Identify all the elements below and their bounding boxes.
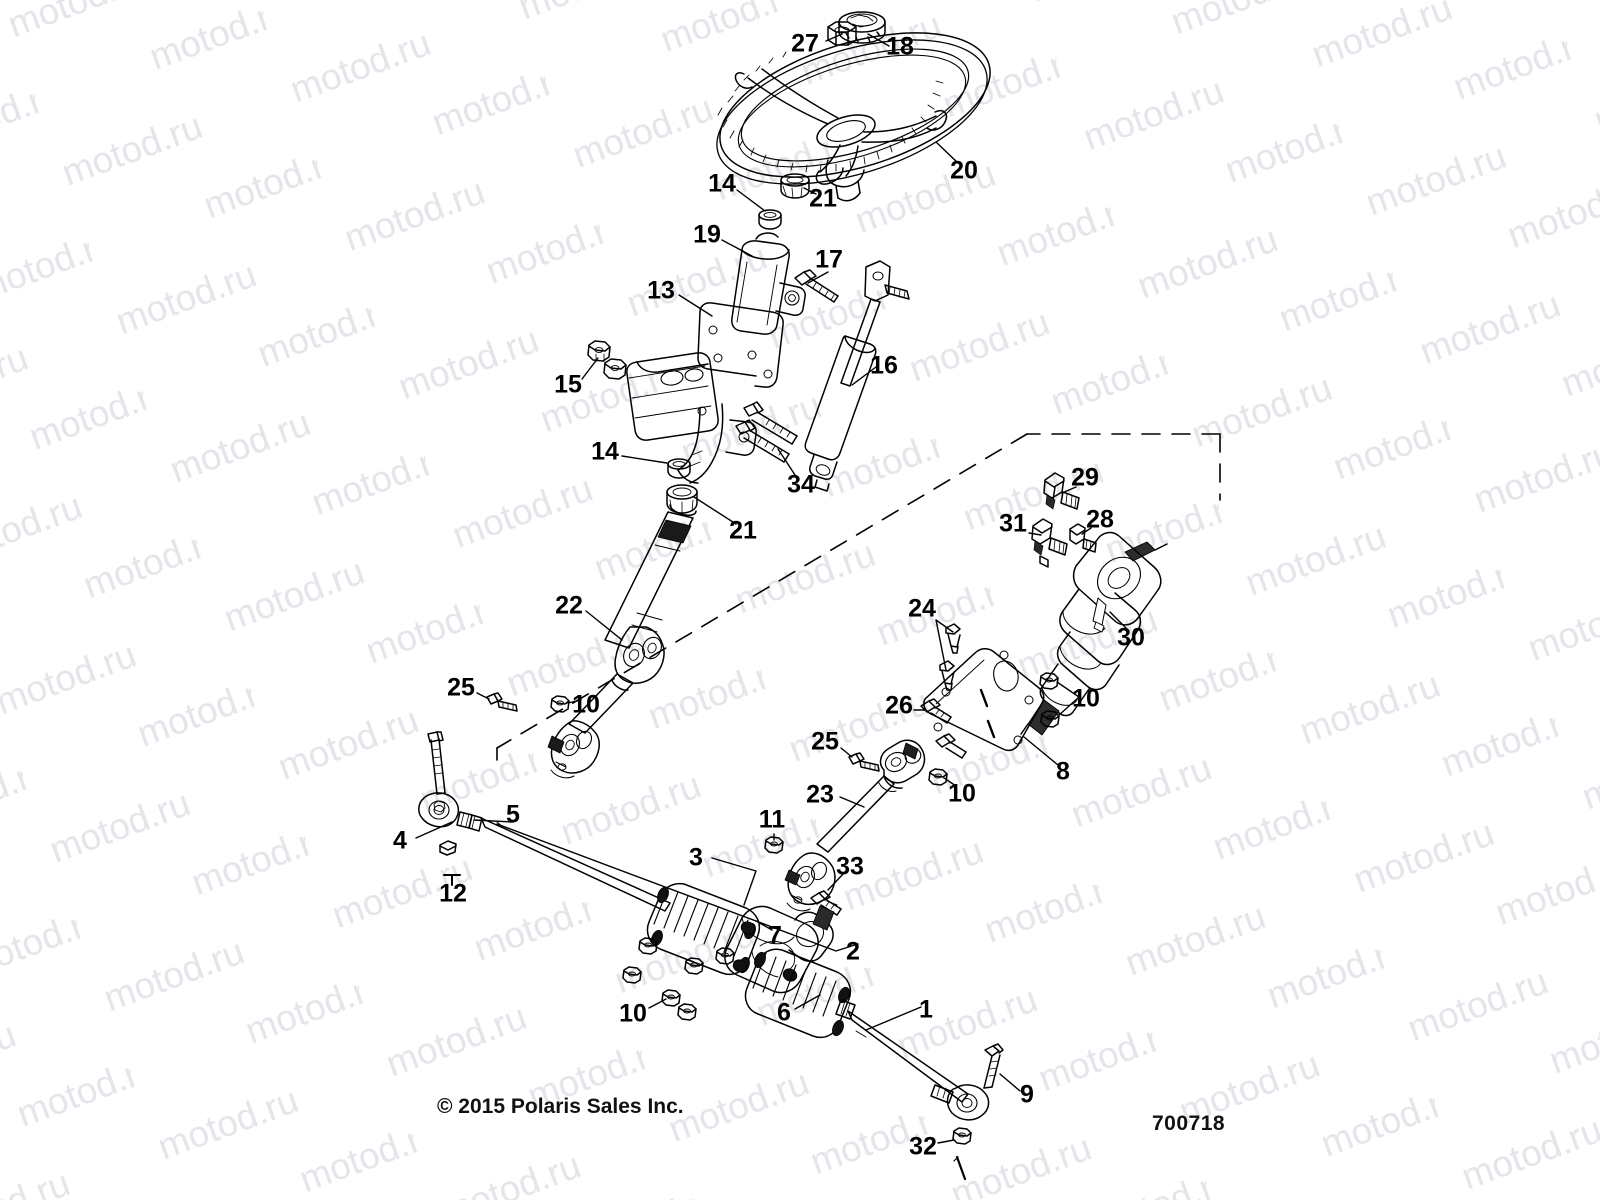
callout-5: 5 — [506, 800, 520, 829]
callout-9: 9 — [1020, 1080, 1034, 1109]
drawing-number: 700718 — [1152, 1112, 1226, 1135]
callout-13: 13 — [647, 276, 675, 305]
callout-2: 2 — [846, 937, 860, 966]
callout-10-d: 10 — [619, 999, 647, 1028]
callout-1: 1 — [919, 995, 933, 1024]
copyright-notice: © 2015 Polaris Sales Inc. — [437, 1095, 684, 1118]
callout-23: 23 — [806, 780, 834, 809]
callout-15: 15 — [554, 370, 582, 399]
callout-33: 33 — [836, 852, 864, 881]
callout-16: 16 — [870, 351, 898, 380]
callout-8: 8 — [1056, 757, 1070, 786]
callout-19: 19 — [693, 220, 721, 249]
callout-7: 7 — [768, 921, 782, 950]
callout-10-c: 10 — [948, 779, 976, 808]
callout-17: 17 — [815, 245, 843, 274]
callout-30: 30 — [1117, 623, 1145, 652]
callout-11: 11 — [758, 805, 786, 834]
callout-14-a: 14 — [708, 169, 736, 198]
callout-21-a: 21 — [809, 184, 837, 213]
callout-3: 3 — [689, 843, 703, 872]
callout-28: 28 — [1086, 505, 1114, 534]
callout-21-b: 21 — [729, 516, 757, 545]
callout-24: 24 — [908, 594, 936, 623]
callout-29: 29 — [1071, 463, 1099, 492]
callout-6: 6 — [777, 998, 791, 1027]
callout-12: 12 — [439, 879, 467, 908]
callout-26: 26 — [885, 691, 913, 720]
callout-25-b: 25 — [811, 727, 839, 756]
callout-31: 31 — [999, 509, 1027, 538]
callout-32: 32 — [909, 1132, 937, 1161]
callout-34: 34 — [787, 470, 815, 499]
callout-4: 4 — [393, 826, 407, 855]
callout-10-a: 10 — [572, 690, 600, 719]
callout-18: 18 — [886, 32, 914, 61]
callout-10-b: 10 — [1072, 684, 1100, 713]
callout-27: 27 — [791, 29, 819, 58]
callout-20: 20 — [950, 156, 978, 185]
callout-14-b: 14 — [591, 437, 619, 466]
callout-22: 22 — [555, 591, 583, 620]
callout-25-a: 25 — [447, 673, 475, 702]
